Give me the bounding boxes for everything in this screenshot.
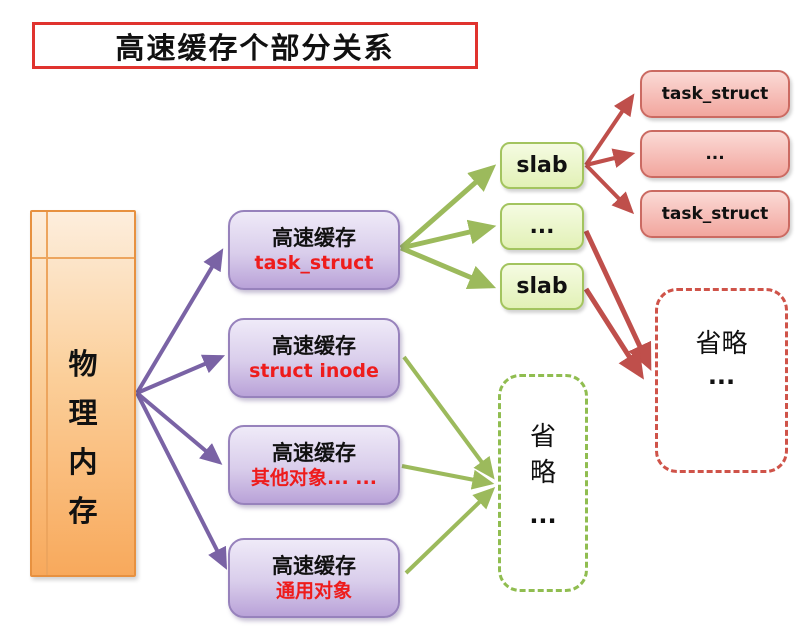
arrow-slab1-to-obj3 bbox=[584, 163, 635, 215]
cache-box-other-objects: 高速缓存 其他对象... ... bbox=[228, 425, 400, 505]
omitted-box-green: 省 略 ... bbox=[498, 374, 588, 592]
slab-box-2: slab bbox=[500, 263, 584, 310]
omitted-label: 省 bbox=[529, 422, 556, 452]
arrow-memory-to-cache3 bbox=[135, 391, 223, 465]
memory-inner-vline bbox=[46, 212, 48, 575]
omitted-label: 省略 bbox=[695, 329, 748, 359]
arrow-cache2-to-omitted-green bbox=[402, 355, 495, 480]
cache-title: 高速缓存 bbox=[272, 554, 356, 578]
cache-subtitle: 其他对象... ... bbox=[251, 467, 377, 489]
arrow-memory-to-cache1 bbox=[135, 248, 224, 395]
omitted-label: 略 bbox=[529, 458, 556, 488]
cache-subtitle: struct inode bbox=[249, 360, 379, 382]
physical-memory-box: 物 理 内 存 bbox=[30, 210, 136, 577]
arrow-slab2-to-omitted-red bbox=[583, 287, 644, 380]
slab-label: slab bbox=[516, 153, 568, 178]
arrow-slab1-to-obj1 bbox=[584, 93, 635, 167]
arrow-cache3-to-omitted-green bbox=[401, 464, 495, 490]
arrow-cache1-to-dots bbox=[400, 219, 497, 251]
arrow-memory-to-cache4 bbox=[135, 392, 227, 570]
cache-box-struct-inode: 高速缓存 struct inode bbox=[228, 318, 400, 398]
object-box-task-struct-1: task_struct bbox=[640, 70, 790, 118]
cache-title: 高速缓存 bbox=[272, 334, 356, 358]
object-label: task_struct bbox=[661, 204, 769, 224]
omitted-dots: ... bbox=[707, 362, 736, 390]
slab-label: slab bbox=[516, 274, 568, 299]
arrow-cache4-to-omitted-green bbox=[404, 486, 496, 575]
omitted-dots: ... bbox=[529, 501, 557, 529]
object-label: ... bbox=[705, 144, 725, 164]
slab-box-dots: ... bbox=[500, 203, 584, 250]
arrow-memory-to-cache2 bbox=[136, 354, 226, 395]
cache-box-task-struct: 高速缓存 task_struct bbox=[228, 210, 400, 290]
arrow-dots-to-omitted-red bbox=[583, 229, 652, 371]
object-label: task_struct bbox=[661, 84, 769, 104]
object-box-dots: ... bbox=[640, 130, 790, 178]
arrow-slab1-to-obj2 bbox=[585, 148, 636, 168]
memory-inner-hline bbox=[32, 257, 134, 259]
arrow-cache1-to-slab1 bbox=[399, 164, 497, 250]
cache-subtitle: task_struct bbox=[254, 252, 374, 274]
cache-box-generic-objects: 高速缓存 通用对象 bbox=[228, 538, 400, 618]
cache-title: 高速缓存 bbox=[272, 441, 356, 465]
cache-title: 高速缓存 bbox=[272, 226, 356, 250]
object-box-task-struct-2: task_struct bbox=[640, 190, 790, 238]
physical-memory-label: 物 理 内 存 bbox=[68, 346, 98, 528]
cache-subtitle: 通用对象 bbox=[275, 580, 352, 602]
slab-box-1: slab bbox=[500, 142, 584, 189]
diagram-title-box: 高速缓存个部分关系 bbox=[32, 22, 478, 69]
diagram-title: 高速缓存个部分关系 bbox=[115, 30, 395, 65]
omitted-box-red: 省略 ... bbox=[655, 288, 788, 473]
arrow-cache1-to-slab2 bbox=[400, 245, 497, 289]
slab-label: ... bbox=[529, 214, 555, 239]
